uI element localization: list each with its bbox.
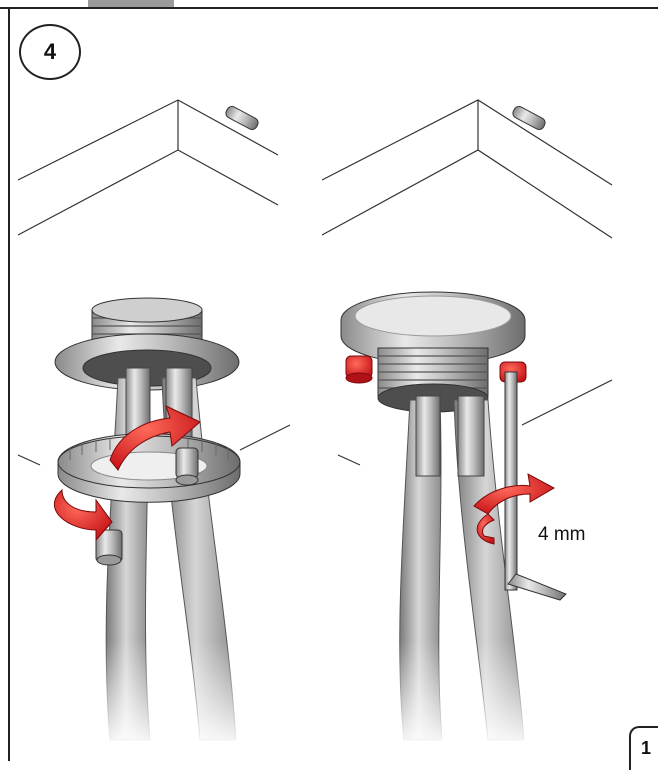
step-number: 4: [43, 39, 57, 64]
wrench-size-label: 4 mm: [538, 524, 586, 545]
countertop-left: [17, 99, 291, 466]
countertop-right: [321, 99, 613, 466]
page-number-tab: 1: [629, 726, 658, 770]
step-number-badge: 4: [19, 24, 81, 80]
mounting-pin-right: [512, 105, 546, 131]
page-number: 1: [641, 738, 652, 758]
left-panel: [17, 99, 291, 750]
previous-step-fragment: [88, 0, 174, 7]
rotation-arrow-icon-left: [54, 405, 201, 542]
mounting-pin-left: [225, 105, 259, 131]
lock-ring-left: [57, 433, 241, 503]
set-screw-left-1: [175, 447, 199, 486]
hex-wrench-icon: [504, 371, 567, 601]
right-panel: [321, 99, 613, 750]
fade-left: [60, 640, 260, 750]
rotation-arrow-icon-right: [473, 473, 556, 545]
fade-right: [350, 640, 570, 750]
red-set-screw-left: [345, 355, 373, 384]
set-screw-left-2: [95, 529, 123, 566]
